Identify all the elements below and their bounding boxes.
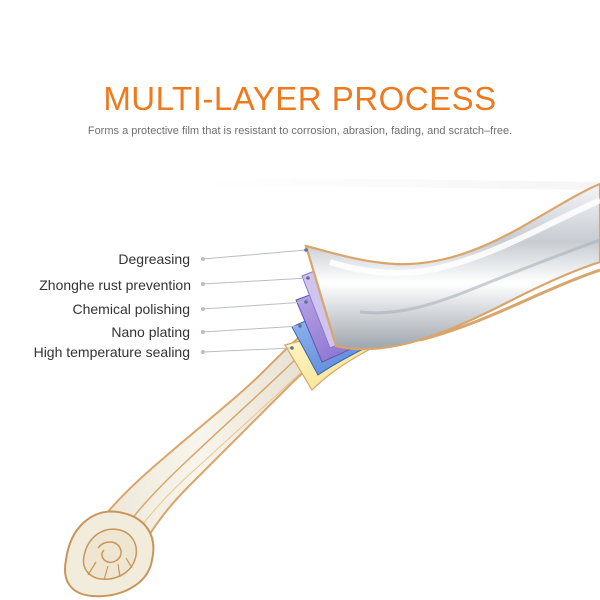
layer-label-rust-prevention: Zhonghe rust prevention <box>39 277 191 293</box>
layer-label-degreasing: Degreasing <box>118 251 190 267</box>
page-subtitle: Forms a protective film that is resistan… <box>87 125 513 137</box>
ornament-base <box>64 510 155 598</box>
layer-label-nano-plating: Nano plating <box>111 324 190 340</box>
page-title: MULTI-LAYER PROCESS <box>103 80 497 117</box>
leader-lines <box>202 249 309 353</box>
layer-label-sealing: High temperature sealing <box>33 344 190 360</box>
layer-label-chemical-polishing: Chemical polishing <box>72 301 190 317</box>
leader-dots <box>201 257 205 354</box>
